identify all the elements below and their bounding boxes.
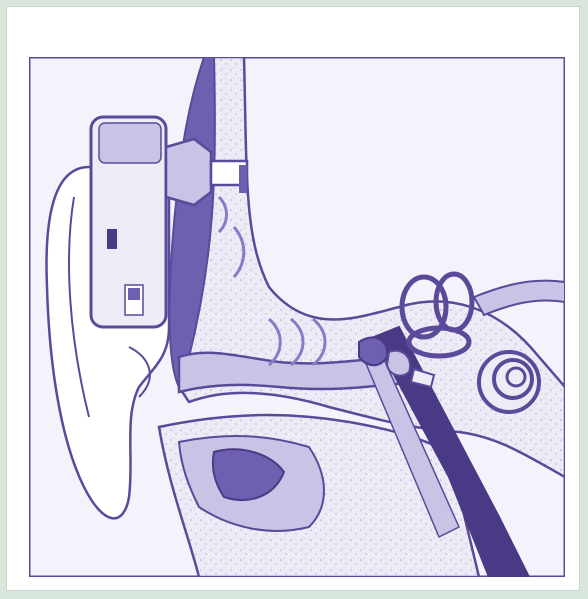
- ear-diagram-svg: [29, 57, 565, 577]
- incus: [387, 351, 410, 376]
- ear-cross-section-illustration: [29, 57, 565, 577]
- device-battery-door: [107, 229, 117, 249]
- device-switch-knob: [128, 288, 140, 300]
- malleus: [359, 337, 387, 365]
- abutment-screw: [239, 165, 247, 193]
- figure-card: [6, 6, 580, 591]
- device-connector: [166, 139, 211, 205]
- device-top-panel: [99, 123, 161, 163]
